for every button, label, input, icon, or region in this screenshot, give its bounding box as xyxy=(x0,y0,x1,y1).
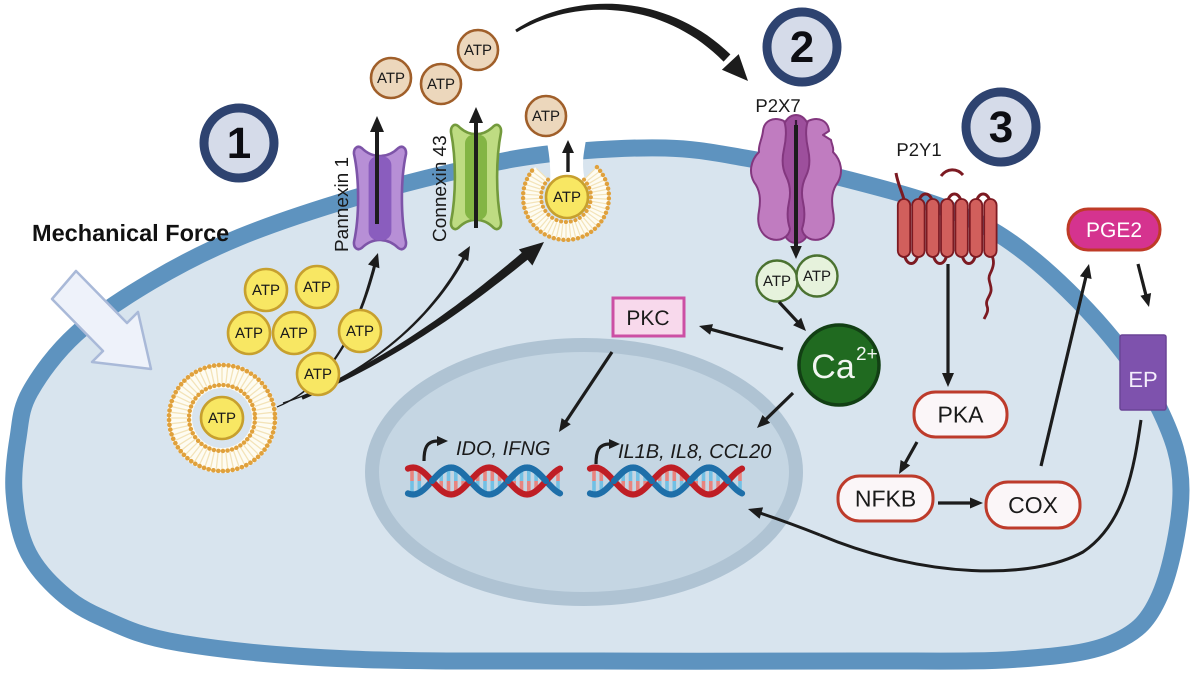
svg-text:IDO, IFNG: IDO, IFNG xyxy=(456,438,550,460)
svg-text:EP: EP xyxy=(1128,367,1157,392)
svg-text:ATP: ATP xyxy=(235,325,263,342)
svg-text:COX: COX xyxy=(1008,492,1058,518)
svg-text:IL1B, IL8, CCL20: IL1B, IL8, CCL20 xyxy=(618,441,771,463)
svg-text:Ca: Ca xyxy=(811,348,855,386)
svg-text:Mechanical Force: Mechanical Force xyxy=(32,220,229,246)
svg-text:P2Y1: P2Y1 xyxy=(896,139,941,160)
svg-text:2+: 2+ xyxy=(856,344,878,365)
svg-text:1: 1 xyxy=(227,119,251,168)
svg-text:Pannexin 1: Pannexin 1 xyxy=(332,157,353,252)
svg-text:ATP: ATP xyxy=(304,366,332,383)
svg-text:PGE2: PGE2 xyxy=(1086,219,1142,242)
svg-text:ATP: ATP xyxy=(763,273,791,290)
svg-text:ATP: ATP xyxy=(346,323,374,340)
svg-text:NFKB: NFKB xyxy=(855,486,916,512)
svg-text:PKC: PKC xyxy=(626,307,669,330)
svg-text:ATP: ATP xyxy=(303,279,331,296)
svg-text:ATP: ATP xyxy=(252,282,280,299)
svg-text:PKA: PKA xyxy=(937,402,984,428)
svg-text:ATP: ATP xyxy=(464,42,492,59)
svg-text:3: 3 xyxy=(989,103,1013,152)
svg-text:ATP: ATP xyxy=(280,325,308,342)
svg-text:ATP: ATP xyxy=(803,268,831,285)
svg-text:2: 2 xyxy=(790,23,814,72)
svg-text:P2X7: P2X7 xyxy=(755,95,800,116)
svg-text:ATP: ATP xyxy=(532,108,560,125)
svg-text:ATP: ATP xyxy=(553,189,581,206)
svg-text:ATP: ATP xyxy=(208,410,236,427)
svg-text:ATP: ATP xyxy=(377,70,405,87)
svg-text:Connexin 43: Connexin 43 xyxy=(430,135,451,242)
svg-text:ATP: ATP xyxy=(427,76,455,93)
